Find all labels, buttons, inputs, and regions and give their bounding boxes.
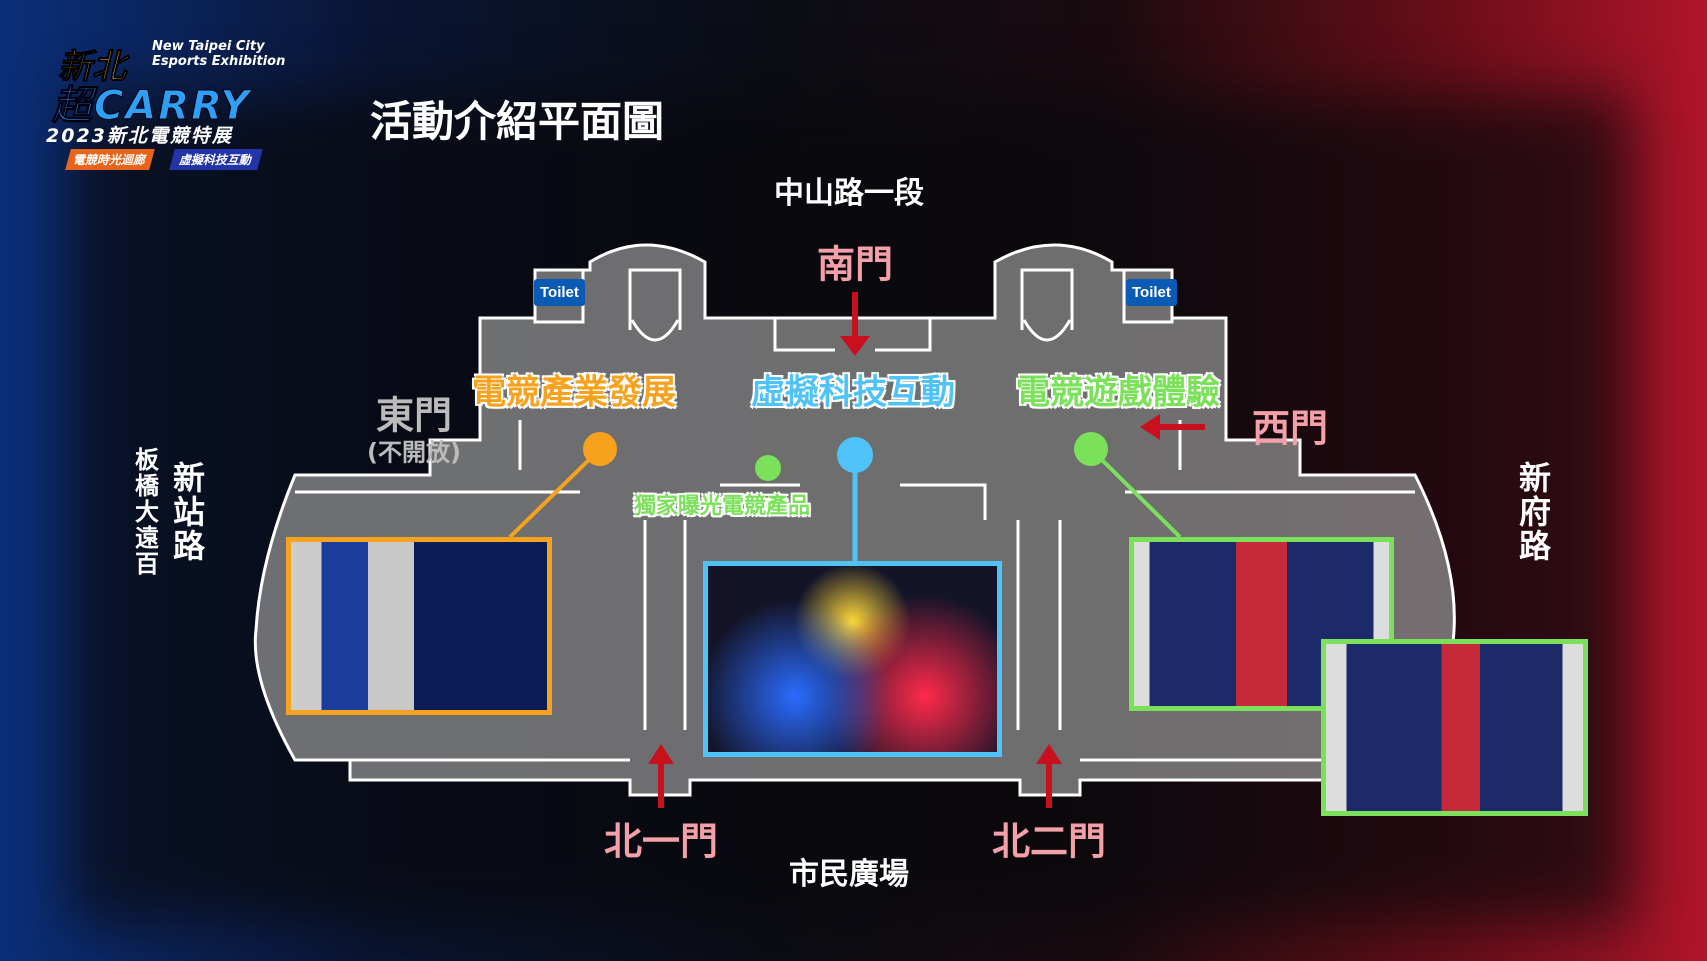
- toilet-sign-left: Toilet: [534, 279, 585, 306]
- north2-gate-arrow-icon: [1036, 744, 1062, 808]
- industry-zone-photo: [286, 537, 552, 715]
- gate-north1: 北一門: [603, 819, 719, 864]
- zone-label-gaming: 電競遊戲體驗: [1016, 372, 1221, 413]
- logo-tagline: New Taipei City Esports Exhibition: [152, 39, 286, 69]
- page-title: 活動介紹平面圖: [370, 97, 665, 146]
- exclusive-zone-dot: [755, 455, 781, 481]
- green-zone-dot: [1074, 432, 1108, 466]
- gate-east-note: (不開放): [367, 438, 461, 467]
- west-gate-arrow-icon: [1140, 414, 1205, 440]
- logo-line3: 2023新北電競特展: [46, 125, 233, 147]
- logo-line1: 新北: [58, 47, 127, 88]
- toilet-sign-right: Toilet: [1126, 279, 1177, 306]
- orange-zone-dot: [583, 432, 617, 466]
- road-left-sub: 板橋大遠百: [130, 447, 159, 577]
- south-gate-arrow-icon: [840, 292, 870, 356]
- gate-east: 東門: [375, 393, 453, 438]
- gaming-zone-photo-2: [1321, 639, 1588, 816]
- road-top: 中山路一段: [774, 176, 924, 211]
- orange-connector: [508, 447, 602, 539]
- north1-gate-arrow-icon: [648, 744, 674, 808]
- zone-label-exclusive: 獨家曝光電競產品: [633, 494, 811, 520]
- gate-north2: 北二門: [991, 819, 1107, 864]
- logo: 新北 New Taipei City Esports Exhibition 超C…: [44, 33, 334, 175]
- gate-west: 西門: [1251, 406, 1329, 451]
- road-bottom: 市民廣場: [789, 857, 909, 892]
- gate-south: 南門: [816, 242, 894, 287]
- logo-line2: 超CARRY: [51, 83, 252, 130]
- zone-label-virtual-tech: 虛擬科技互動: [751, 372, 956, 413]
- virtual-tech-zone-photo: [703, 561, 1002, 757]
- green-connector: [1089, 447, 1182, 539]
- connector-lines: [508, 432, 1182, 561]
- zone-label-industry: 電競產業發展: [472, 372, 677, 413]
- road-left: 新站路: [168, 461, 206, 563]
- road-right: 新府路: [1514, 461, 1552, 563]
- blue-zone-dot: [837, 437, 873, 473]
